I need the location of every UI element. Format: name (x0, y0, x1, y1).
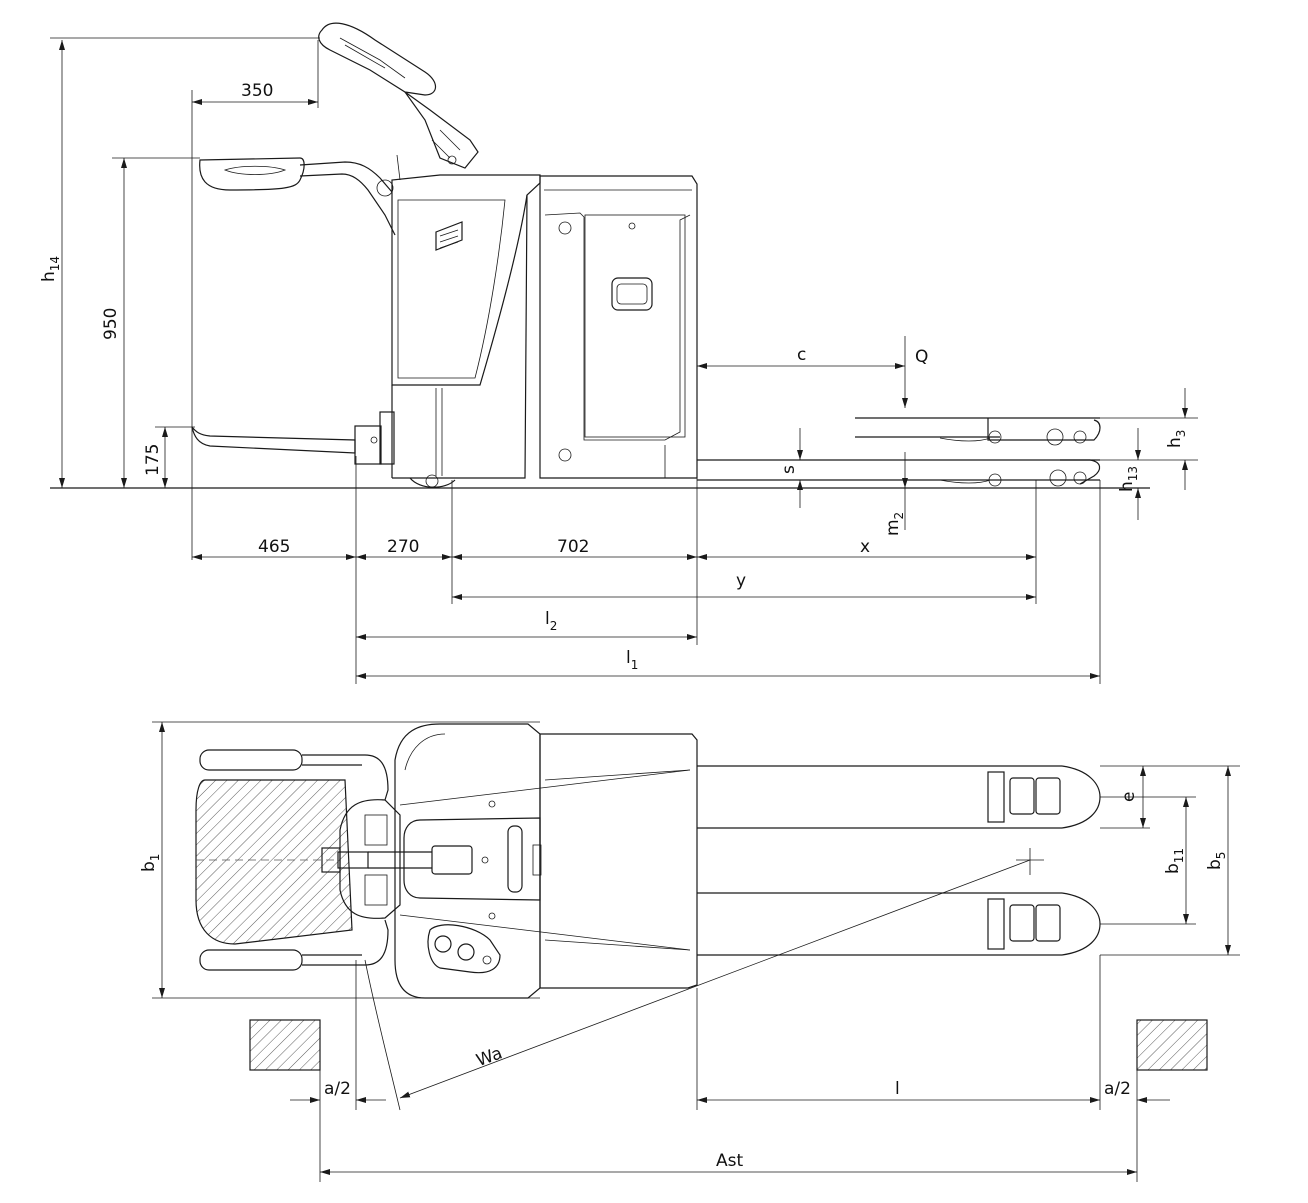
dim-702: 702 (557, 537, 589, 557)
top-view: b1 e b11 b5 Wa a/2 l a/2 Ast (139, 721, 1240, 1182)
dim-Wa: Wa (474, 1043, 505, 1071)
dim-465: 465 (258, 537, 290, 557)
control-panel (427, 924, 501, 974)
dim-l2: l2 (545, 609, 557, 633)
side-labels: 350 950 175 h14 465 270 702 x y l2 l1 c … (39, 81, 1188, 672)
side-forks (697, 417, 1101, 487)
chassis-top (394, 723, 698, 999)
dim-c: c (797, 345, 806, 365)
top-labels: b1 e b11 b5 Wa a/2 l a/2 Ast (139, 792, 1228, 1171)
side-dimensions (50, 37, 1198, 684)
dim-a2-left: a/2 (324, 1079, 351, 1099)
dim-s: s (779, 465, 799, 474)
tiller-top (321, 799, 473, 919)
side-view: 350 950 175 h14 465 270 702 x y l2 l1 c … (39, 22, 1198, 684)
lowered-tiller (199, 154, 401, 236)
dim-Q: Q (915, 347, 928, 367)
dim-x: x (860, 537, 870, 557)
dim-175: 175 (143, 444, 163, 476)
base-bracket (191, 411, 395, 465)
dim-h14: h14 (39, 256, 62, 282)
dim-m2: m2 (883, 512, 906, 536)
dim-b1: b1 (139, 854, 162, 872)
dim-350: 350 (241, 81, 273, 101)
forks-top (697, 765, 1101, 956)
dim-a2-right: a/2 (1104, 1079, 1131, 1099)
dim-h13: h13 (1117, 466, 1140, 492)
dim-270: 270 (387, 537, 419, 557)
drive-housing (391, 174, 541, 488)
dim-b5: b5 (1205, 852, 1228, 870)
dim-y: y (736, 571, 746, 591)
dim-950: 950 (101, 308, 121, 340)
left-obstacle (249, 1019, 321, 1071)
side-handles (199, 749, 389, 971)
dim-b11: b11 (1163, 848, 1186, 874)
top-dimensions (152, 721, 1240, 1182)
battery-compartment (539, 175, 698, 479)
raised-tiller (318, 22, 479, 169)
dim-h3: h3 (1165, 430, 1188, 448)
dim-Ast: Ast (716, 1151, 743, 1171)
right-obstacle (1136, 1019, 1208, 1071)
dim-l1: l1 (626, 648, 638, 672)
dim-e: e (1119, 792, 1139, 802)
operator-platform (195, 779, 353, 945)
dim-l: l (895, 1079, 900, 1099)
